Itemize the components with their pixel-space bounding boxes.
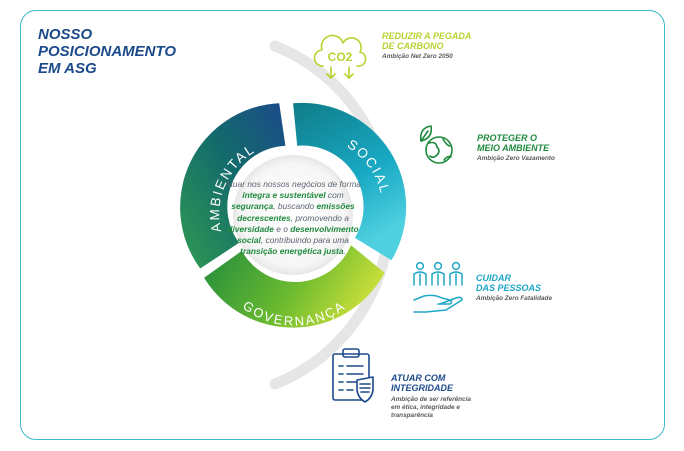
title-line-3: EM ASG xyxy=(38,60,97,77)
item-environment: PROTEGER O MEIO AMBIENTE Ambição Zero Va… xyxy=(477,133,555,163)
center-text-part: , buscando xyxy=(273,201,317,212)
co2-cloud-icon: CO2 xyxy=(313,34,367,79)
item-integrity-title-2: INTEGRIDADE xyxy=(391,383,454,393)
center-text-part: , contribuindo para uma xyxy=(260,235,349,246)
title-line-1: NOSSO xyxy=(38,26,93,43)
item-carbon-title-2: DE CARBONO xyxy=(382,41,444,51)
segment-ambiental xyxy=(180,103,286,269)
center-statement: Atuar nos nossos negócios de forma ínteg… xyxy=(219,179,367,257)
item-people: CUIDAR DAS PESSOAS Ambição Zero Fatalida… xyxy=(476,273,552,303)
item-integrity-sub-3: transparência xyxy=(391,412,433,419)
segment-social xyxy=(293,102,407,261)
item-integrity-title-1: ATUAR COM xyxy=(391,373,446,383)
center-highlight: segurança xyxy=(231,201,274,212)
svg-text:CO2: CO2 xyxy=(328,50,353,64)
page-title: NOSSO POSICIONAMENTO EM ASG xyxy=(38,26,198,77)
item-integrity-sub-1: Ambição de ser referência xyxy=(391,396,471,403)
item-people-sub: Ambição Zero Fatalidade xyxy=(476,295,552,302)
item-environment-title-2: MEIO AMBIENTE xyxy=(477,143,550,153)
item-integrity-sub-2: em ética, integridade e xyxy=(391,404,460,411)
center-text-part: . xyxy=(343,246,346,257)
item-people-title-2: DAS PESSOAS xyxy=(476,283,542,293)
center-text-part: com xyxy=(325,190,344,201)
segment-governanca xyxy=(204,245,385,328)
center-disk xyxy=(233,155,353,275)
clipboard-shield-icon xyxy=(332,348,374,403)
center-highlight: diversidade xyxy=(227,223,274,234)
center-highlight: desenvolvimento social xyxy=(237,223,359,246)
center-text-part: , promovendo a xyxy=(290,212,349,223)
item-people-title-1: CUIDAR xyxy=(476,273,511,283)
people-hand-icon xyxy=(413,261,463,313)
item-carbon-sub: Ambição Net Zero 2050 xyxy=(382,53,453,60)
outer-frame xyxy=(20,10,665,440)
item-environment-sub: Ambição Zero Vazamento xyxy=(477,155,555,162)
item-environment-title-1: PROTEGER O xyxy=(477,133,538,143)
globe-leaf-icon xyxy=(419,125,453,164)
title-line-2: POSICIONAMENTO xyxy=(38,43,177,60)
center-text-part: Atuar nos nossos negócios de forma xyxy=(225,179,361,189)
item-carbon: REDUZIR A PEGADA DE CARBONO Ambição Net … xyxy=(382,31,471,61)
center-highlight: emissões decrescentes xyxy=(237,201,355,223)
center-highlight: transição energética justa xyxy=(240,246,344,257)
item-carbon-title-1: REDUZIR A PEGADA xyxy=(382,31,472,41)
center-highlight: íntegra e sustentável xyxy=(242,190,326,201)
center-text-part: e o xyxy=(273,223,291,234)
item-integrity: ATUAR COM INTEGRIDADE Ambição de ser ref… xyxy=(391,373,471,420)
